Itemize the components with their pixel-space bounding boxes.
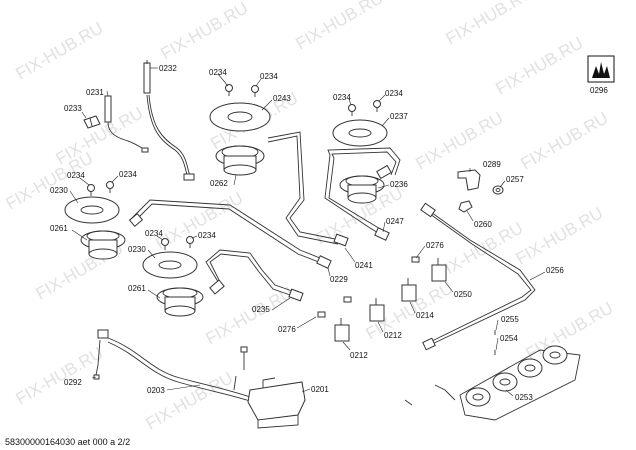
- part-label-0229: 0229: [330, 275, 348, 284]
- part-label-0235: 0235: [252, 305, 270, 314]
- watermark: FIX-HUB.RU: [143, 368, 237, 433]
- flame-symbol-drawing: [587, 55, 615, 83]
- watermark: FIX-HUB.RU: [518, 108, 612, 173]
- part-label-0234: 0234: [385, 89, 403, 98]
- thermocouple-drawing: [143, 60, 195, 181]
- burner-bottom-drawing: [142, 251, 204, 317]
- part-label-0212: 0212: [350, 351, 368, 360]
- part-label-0296: 0296: [590, 86, 608, 95]
- part-label-0276: 0276: [278, 325, 296, 334]
- part-label-0292: 0292: [64, 378, 82, 387]
- watermark: FIX-HUB.RU: [513, 203, 607, 268]
- part-label-0212: 0212: [384, 331, 402, 340]
- part-label-0253: 0253: [515, 393, 533, 402]
- burner-top-center-drawing: [209, 102, 271, 176]
- part-label-0255: 0255: [501, 315, 519, 324]
- watermark: FIX-HUB.RU: [13, 18, 107, 83]
- wiring-harness-drawing: [93, 329, 456, 429]
- leader-lines: [69, 67, 546, 397]
- elbow-fitting-drawing: [457, 169, 504, 213]
- part-label-0236: 0236: [390, 180, 408, 189]
- watermark: FIX-HUB.RU: [158, 0, 252, 63]
- part-label-0234: 0234: [209, 68, 227, 77]
- part-label-0243: 0243: [273, 94, 291, 103]
- burner-top-right-drawing: [332, 119, 388, 204]
- part-label-0257: 0257: [506, 175, 524, 184]
- watermark: FIX-HUB.RU: [443, 0, 537, 48]
- part-label-0254: 0254: [500, 334, 518, 343]
- burner-left-drawing: [64, 196, 126, 260]
- watermark: FIX-HUB.RU: [293, 0, 387, 53]
- screws-drawing: [87, 84, 381, 250]
- part-label-0234: 0234: [67, 171, 85, 180]
- part-label-0241: 0241: [355, 261, 373, 270]
- watermark: FIX-HUB.RU: [493, 33, 587, 98]
- part-label-0201: 0201: [311, 385, 329, 394]
- part-label-0256: 0256: [546, 266, 564, 275]
- part-labels: 0232 0231 0233 0234 0234 0243 0234 0234 …: [50, 64, 608, 402]
- part-label-0262: 0262: [210, 179, 228, 188]
- part-label-0234: 0234: [333, 93, 351, 102]
- document-footer: 58300000164030 aet 000 a 2/2: [5, 437, 131, 447]
- part-label-0230: 0230: [128, 245, 146, 254]
- watermark: FIX-HUB.RU: [13, 343, 107, 408]
- part-label-0234: 0234: [119, 170, 137, 179]
- part-label-0233: 0233: [64, 104, 82, 113]
- watermark: FIX-HUB.RU: [53, 103, 147, 168]
- part-label-0230: 0230: [50, 186, 68, 195]
- clip-drawing: [83, 115, 101, 129]
- part-label-0232: 0232: [159, 64, 177, 73]
- part-label-0234: 0234: [260, 72, 278, 81]
- part-label-0260: 0260: [474, 220, 492, 229]
- part-label-0250: 0250: [454, 290, 472, 299]
- gas-pipes-drawing: [128, 131, 536, 351]
- part-label-0261: 0261: [50, 224, 68, 233]
- part-label-0289: 0289: [483, 160, 501, 169]
- gas-valves-drawing: [317, 256, 447, 342]
- part-label-0214: 0214: [416, 311, 434, 320]
- part-label-0247: 0247: [386, 217, 404, 226]
- ignition-electrode-drawing: [104, 95, 149, 153]
- part-label-0261: 0261: [128, 284, 146, 293]
- part-label-0231: 0231: [86, 88, 104, 97]
- part-label-0203: 0203: [147, 386, 165, 395]
- part-label-0234: 0234: [145, 229, 163, 238]
- part-label-0276: 0276: [426, 241, 444, 250]
- part-label-0234: 0234: [198, 231, 216, 240]
- part-label-0237: 0237: [390, 112, 408, 121]
- ignition-switches-drawing: [459, 330, 581, 421]
